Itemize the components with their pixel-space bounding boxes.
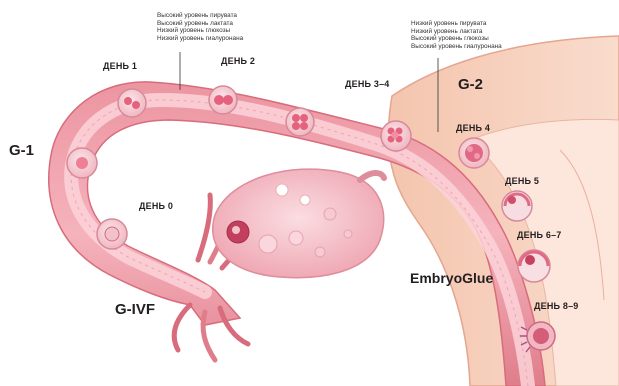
- embryo-day0: [97, 219, 127, 249]
- label-embryoglue: EmbryoGlue: [410, 270, 493, 286]
- note-left: Высокий уровень пирувата Высокий уровень…: [157, 12, 243, 42]
- label-day-6-7: ДЕНЬ 6–7: [517, 230, 562, 240]
- note-right-line-3: Высокий уровень глюкозы: [411, 35, 502, 43]
- label-day-8-9: ДЕНЬ 8–9: [534, 301, 579, 311]
- label-g1: G-1: [9, 142, 34, 159]
- label-day-3-4: ДЕНЬ 3–4: [345, 79, 390, 89]
- note-right: Низкий уровень пирувата Низкий уровень л…: [411, 20, 502, 50]
- embryo-day2: [209, 86, 237, 114]
- note-left-line-3: Низкий уровень глюкозы: [157, 27, 243, 35]
- label-g2: G-2: [458, 76, 483, 93]
- label-day-2: ДЕНЬ 2: [221, 56, 255, 66]
- label-day-1: ДЕНЬ 1: [103, 61, 137, 71]
- label-day-4: ДЕНЬ 4: [456, 123, 490, 133]
- label-givf: G-IVF: [115, 301, 155, 318]
- embryo-day3-4-b: [381, 121, 411, 151]
- embryo-day5: [502, 191, 532, 221]
- embryo-day4: [459, 138, 489, 168]
- embryo-day6-7: [518, 250, 550, 282]
- note-left-line-4: Низкий уровень гиалуронана: [157, 35, 243, 43]
- embryo-day3-4-a: [286, 108, 314, 136]
- note-right-line-1: Низкий уровень пирувата: [411, 20, 502, 28]
- embryo-g1-a: [67, 148, 97, 178]
- label-day-0: ДЕНЬ 0: [139, 201, 173, 211]
- label-day-5: ДЕНЬ 5: [505, 176, 539, 186]
- ovary: [213, 169, 384, 278]
- note-right-line-4: Высокий уровень гиалуронана: [411, 43, 502, 51]
- note-left-line-1: Высокий уровень пирувата: [157, 12, 243, 20]
- embryo-day1: [118, 89, 146, 117]
